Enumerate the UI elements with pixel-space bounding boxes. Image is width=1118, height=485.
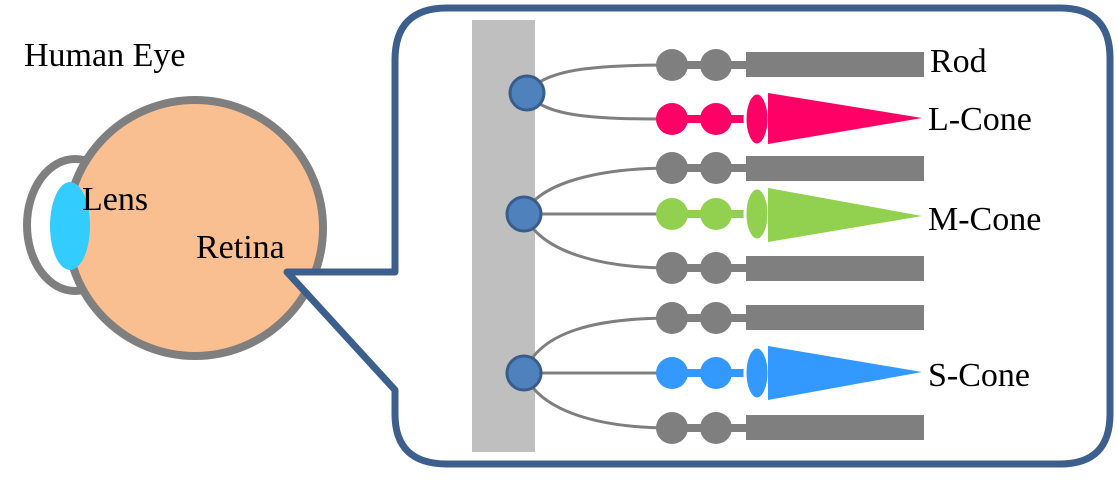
lens-shape <box>50 182 90 270</box>
rod-label: Rod <box>930 43 987 80</box>
bipolar-node <box>505 195 543 233</box>
rod-cell <box>656 302 924 334</box>
s-cone-cell <box>656 345 922 401</box>
bipolar-node <box>505 354 543 392</box>
l-cone-label: L-Cone <box>928 101 1032 138</box>
s-cone-label: S-Cone <box>928 357 1030 394</box>
l-cone-cell <box>656 91 922 147</box>
lens-label: Lens <box>82 181 148 218</box>
eyeball <box>63 96 327 360</box>
retina-label: Retina <box>196 229 285 266</box>
m-cone-cell <box>656 186 922 242</box>
rod-cell <box>656 412 924 444</box>
bipolar-nodes <box>505 74 546 392</box>
rod-cell <box>656 49 924 81</box>
rod-cell <box>656 252 924 284</box>
rod-cell <box>656 152 924 184</box>
title-label: Human Eye <box>24 37 185 74</box>
eye-illustration <box>23 96 327 360</box>
rod-cells <box>656 49 924 444</box>
bipolar-node <box>508 74 546 112</box>
m-cone-label: M-Cone <box>928 201 1041 238</box>
